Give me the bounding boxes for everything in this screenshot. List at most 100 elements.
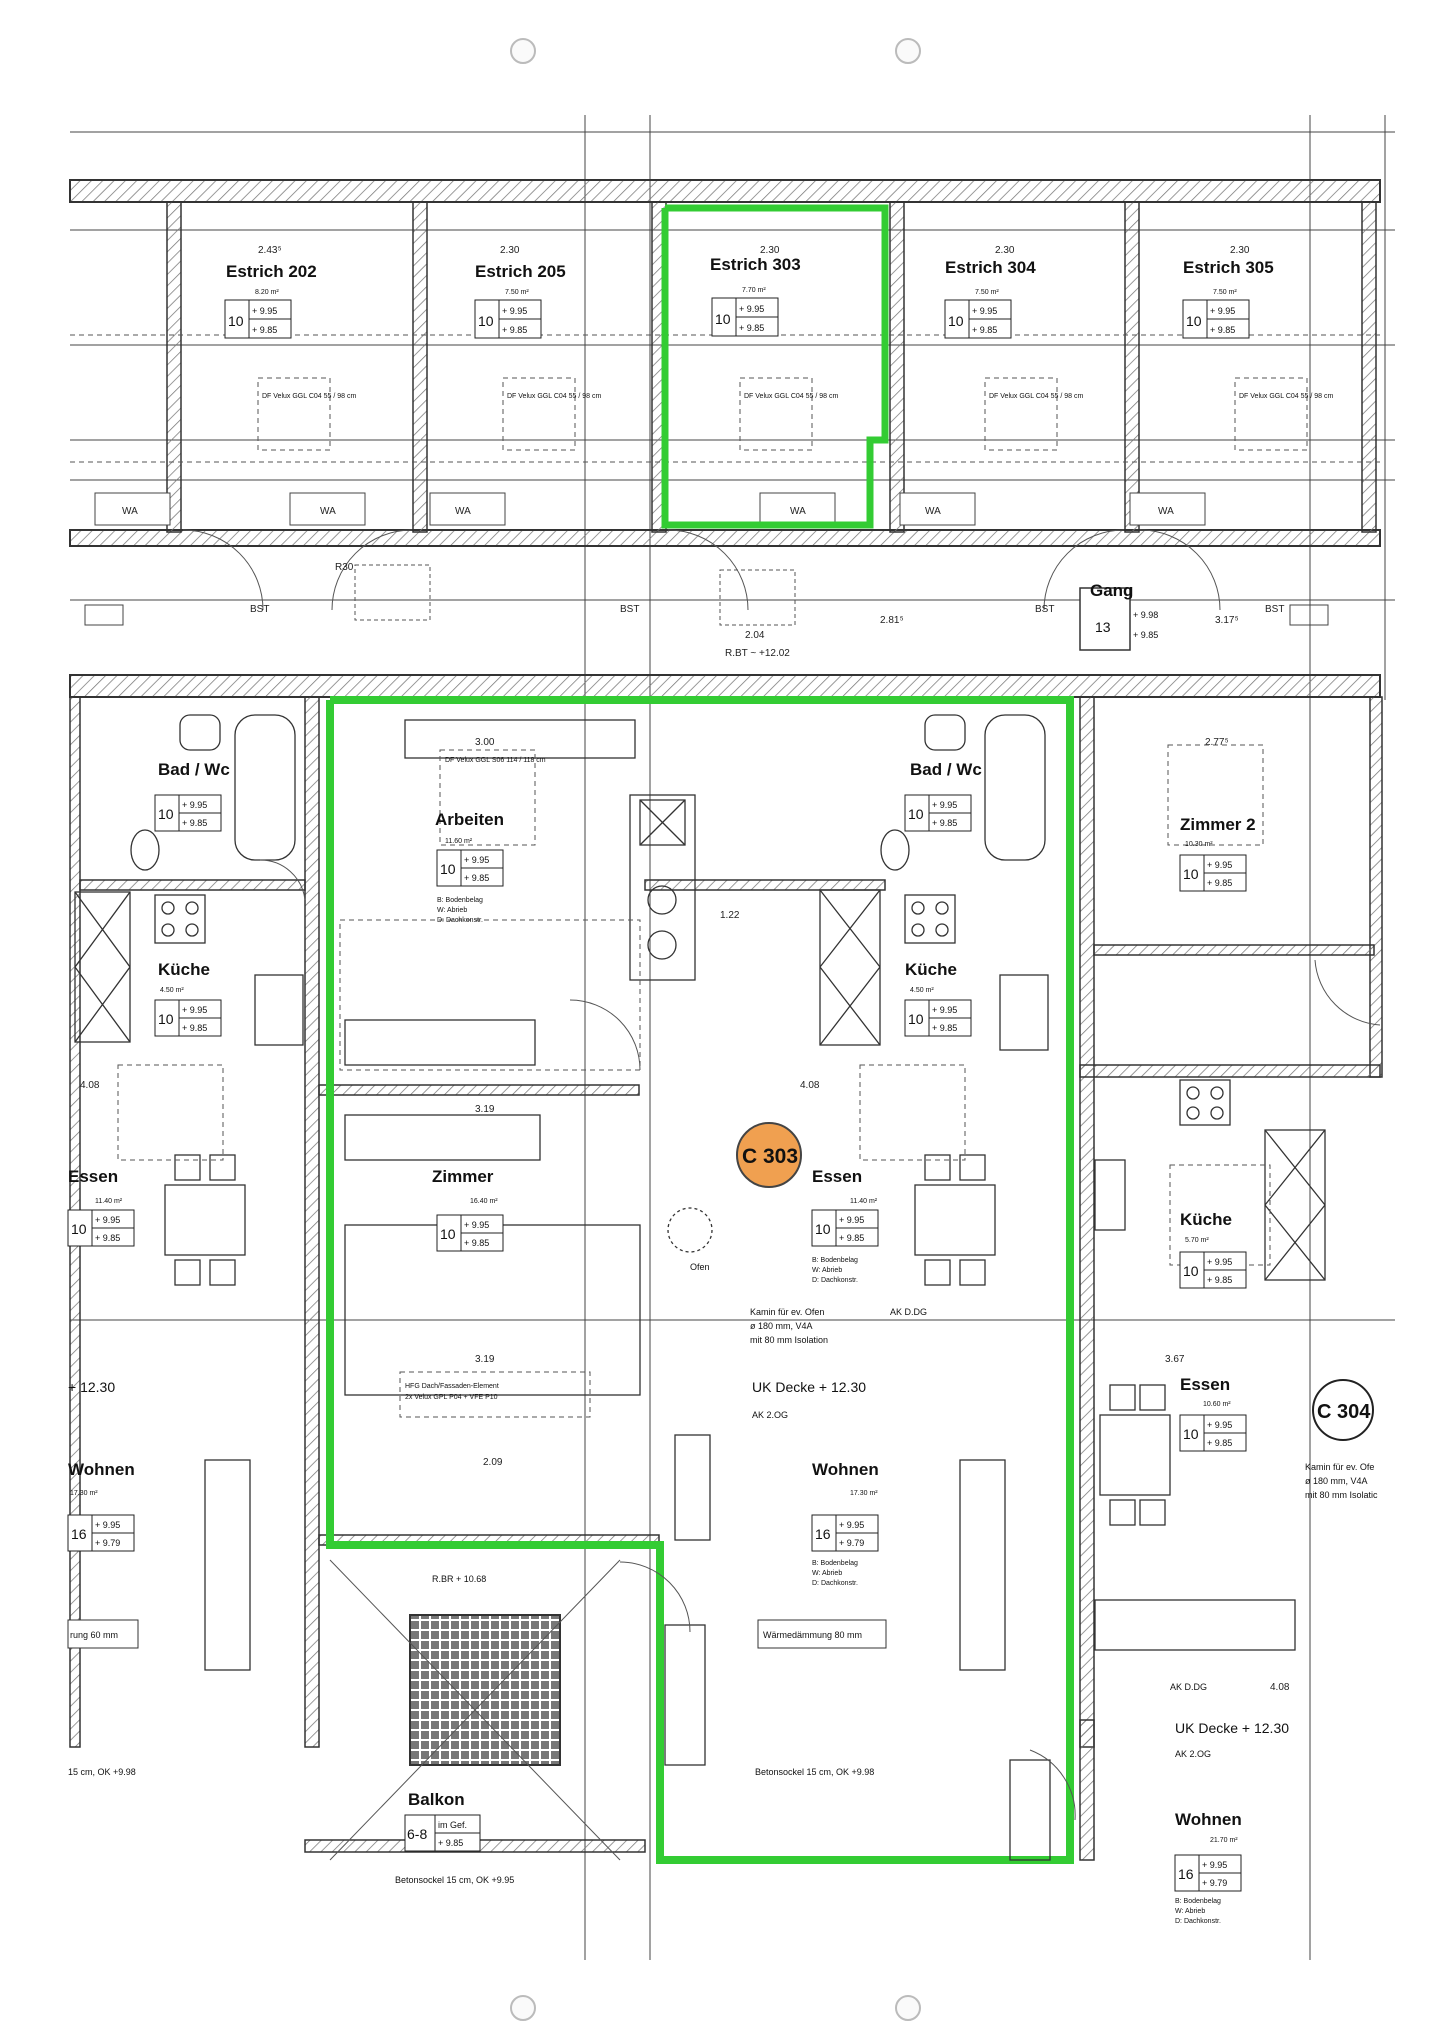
attic-305-width: 2.30 — [1230, 245, 1250, 256]
left-kueche-area: 4.50 m² — [160, 987, 184, 994]
c303-hfg-1: HFG Dach/Fassaden-Element — [405, 1383, 499, 1390]
attic-305-lvl-top: + 9.95 — [1210, 306, 1235, 316]
bst-label-1: BST — [250, 604, 269, 615]
c303-badge-label: C 303 — [742, 1145, 798, 1168]
attic-304-area: 7.50 m² — [975, 289, 999, 296]
wa-label-1: WA — [122, 506, 138, 517]
attic-205-area: 7.50 m² — [505, 289, 529, 296]
left-essen-lvl-top: + 9.95 — [95, 1215, 120, 1225]
c303-arbeiten-skylight: DF Velux GGL S06 114 / 118 cm — [445, 757, 546, 764]
attic-202-lvl-top: + 9.95 — [252, 306, 277, 316]
c303-kueche-area: 4.50 m² — [910, 987, 934, 994]
gang-lvl-bot: + 9.85 — [1133, 630, 1158, 640]
c303-wohnen-code: 16 — [815, 1526, 831, 1542]
c303-kamin-3: mit 80 mm Isolation — [750, 1335, 828, 1345]
left-sockel: 15 cm, OK +9.98 — [68, 1767, 136, 1777]
c303-kueche-name: Küche — [905, 960, 957, 979]
c304-wohnen-area: 21.70 m² — [1210, 1837, 1238, 1844]
c303-arbeiten-lvl-top: + 9.95 — [464, 855, 489, 865]
left-kueche-lvl-bot: + 9.85 — [182, 1023, 207, 1033]
left-uk-decke: + 12.30 — [68, 1379, 115, 1395]
wa-label-2: WA — [320, 506, 336, 517]
c304-wohnen-finish-1: B: Bodenbelag — [1175, 1898, 1221, 1905]
c304-wohnen-finish-3: D: Dachkonstr. — [1175, 1918, 1221, 1925]
left-wohnen-lvl-bot: + 9.79 — [95, 1538, 120, 1548]
c303-zimmer-lvl-top: + 9.95 — [464, 1220, 489, 1230]
wa-label-6: WA — [1158, 506, 1174, 517]
dim-367: 3.67 — [1165, 1354, 1185, 1365]
left-bad-lvl-bot: + 9.85 — [182, 818, 207, 828]
c303-ak-og: AK 2.OG — [752, 1410, 788, 1420]
wa-label-4: WA — [790, 506, 806, 517]
c304-kueche-lvl-bot: + 9.85 — [1207, 1275, 1232, 1285]
left-kueche-code: 10 — [158, 1011, 174, 1027]
attic-205-code: 10 — [478, 313, 494, 329]
c303-wohnen-area: 17.30 m² — [850, 1490, 878, 1497]
left-essen-name: Essen — [68, 1167, 118, 1186]
estrich-303-highlight — [661, 204, 889, 529]
dim-408-left: 4.08 — [80, 1080, 100, 1091]
c303-arbeiten-area: 11.60 m² — [445, 838, 473, 845]
left-bad-name: Bad / Wc — [158, 760, 230, 779]
attic-304-name: Estrich 304 — [945, 258, 1036, 277]
gang-width-3: 3.17⁵ — [1215, 615, 1239, 626]
c304-essen-code: 10 — [1183, 1426, 1199, 1442]
left-wohnen-code: 16 — [71, 1526, 87, 1542]
c304-badge-label: C 304 — [1317, 1401, 1371, 1423]
bst-label-4: BST — [1265, 604, 1284, 615]
left-wohnen-lvl-top: + 9.95 — [95, 1520, 120, 1530]
c304-essen-lvl-top: + 9.95 — [1207, 1420, 1232, 1430]
c303-ak-dg: AK D.DG — [890, 1307, 927, 1317]
attic-304-width: 2.30 — [995, 245, 1015, 256]
left-kueche-lvl-top: + 9.95 — [182, 1005, 207, 1015]
c303-balkon-name: Balkon — [408, 1790, 465, 1809]
left-bad-code: 10 — [158, 806, 174, 822]
c304-kueche-name: Küche — [1180, 1210, 1232, 1229]
bst-label-3: BST — [1035, 604, 1054, 615]
attic-305-area: 7.50 m² — [1213, 289, 1237, 296]
c303-daemmung: Wärmedämmung 80 mm — [763, 1630, 862, 1640]
wa-label-3: WA — [455, 506, 471, 517]
c303-essen-area: 11.40 m² — [850, 1198, 878, 1205]
c304-wohnen-name: Wohnen — [1175, 1810, 1242, 1829]
left-essen-code: 10 — [71, 1221, 87, 1237]
bst-label-2: BST — [620, 604, 639, 615]
c303-bad-name: Bad / Wc — [910, 760, 982, 779]
left-wohnen-area: 17.30 m² — [70, 1490, 98, 1497]
c304-wohnen-finish-2: W: Abrieb — [1175, 1908, 1205, 1915]
left-essen-area: 11.40 m² — [95, 1198, 123, 1205]
balcony-grate — [409, 1614, 561, 1766]
c303-bad-lvl-top: + 9.95 — [932, 800, 957, 810]
gang-width-2: 2.81⁵ — [880, 615, 904, 626]
c303-wohnen-finish-2: W: Abrieb — [812, 1570, 842, 1577]
attic-skylight-202: DF Velux GGL C04 55 / 98 cm — [262, 393, 356, 400]
c304-zimmer2-lvl-top: + 9.95 — [1207, 860, 1232, 870]
c303-arbeiten-finish-1: B: Bodenbelag — [437, 897, 483, 904]
fixtures — [74, 714, 1326, 1861]
attic-305-name: Estrich 305 — [1183, 258, 1274, 277]
c303-sockel-2: Betonsockel 15 cm, OK +9.98 — [755, 1767, 874, 1777]
c303-kueche-lvl-top: + 9.95 — [932, 1005, 957, 1015]
c303-essen-lvl-top: + 9.95 — [839, 1215, 864, 1225]
c303-arbeiten-name: Arbeiten — [435, 810, 504, 829]
c303-arbeiten-finish-3: D: Dachkonstr. — [437, 917, 483, 924]
left-bad-lvl-top: + 9.95 — [182, 800, 207, 810]
c304-essen-name: Essen — [1180, 1375, 1230, 1394]
c303-kueche-code: 10 — [908, 1011, 924, 1027]
attic-202-name: Estrich 202 — [226, 262, 317, 281]
left-essen-lvl-bot: + 9.85 — [95, 1233, 120, 1243]
c303-wohnen-name: Wohnen — [812, 1460, 879, 1479]
c304-kamin-2: ø 180 mm, V4A — [1305, 1476, 1368, 1486]
wa-label-5: WA — [925, 506, 941, 517]
attic-skylight-303: DF Velux GGL C04 55 / 98 cm — [744, 393, 838, 400]
c303-kamin-2: ø 180 mm, V4A — [750, 1321, 813, 1331]
c304-kamin-1: Kamin für ev. Ofe — [1305, 1462, 1374, 1472]
c304-essen-lvl-bot: + 9.85 — [1207, 1438, 1232, 1448]
corridor — [69, 564, 1381, 698]
gang-lvl-top: + 9.98 — [1133, 610, 1158, 620]
c304-wohnen-lvl-top: + 9.95 — [1202, 1860, 1227, 1870]
c303-zimmer-name: Zimmer — [432, 1167, 494, 1186]
dimension-frame — [70, 115, 1395, 1960]
gang-r-label: R.BT ~ +12.02 — [725, 648, 790, 659]
